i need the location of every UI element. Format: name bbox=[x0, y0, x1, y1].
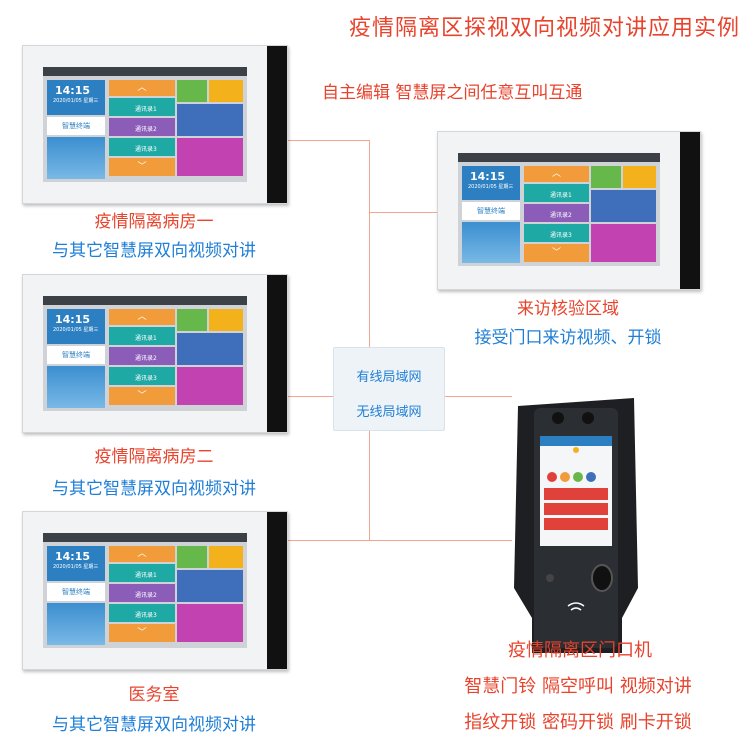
door-station-body bbox=[514, 398, 638, 653]
contact-1-tile[interactable]: 通讯录1 bbox=[109, 327, 175, 345]
camera-tile[interactable] bbox=[177, 604, 243, 642]
visitor-desc: 接受门口来访视频、开锁 bbox=[474, 328, 662, 348]
mail-tile[interactable] bbox=[623, 166, 656, 188]
clinic-desc: 与其它智慧屏双向视频对讲 bbox=[52, 715, 256, 735]
app-name-tile: 智慧终端 bbox=[462, 202, 520, 220]
room-1-label: 疫情隔离病房一 bbox=[94, 212, 214, 232]
contact-2-tile[interactable]: 通讯录2 bbox=[109, 118, 175, 136]
contact-3-tile[interactable]: 通讯录3 bbox=[109, 604, 175, 622]
scroll-up-tile[interactable]: ︿ bbox=[109, 80, 175, 96]
weather-tile bbox=[47, 603, 105, 645]
clock-tile: 14:15 2020/01/05 星期三 bbox=[47, 546, 105, 581]
room-2-desc: 与其它智慧屏双向视频对讲 bbox=[52, 479, 256, 499]
monitor-room-2: 14:15 2020/01/05 星期三 智慧终端 ︿ 通讯录1 通讯录2 通讯… bbox=[22, 274, 288, 433]
monitor-room-1: 14:15 2020/01/05 星期三 智慧终端 ︿ 通讯录1 通讯录2 通讯… bbox=[22, 45, 288, 204]
phone-tile[interactable] bbox=[177, 333, 243, 365]
monitor-screen: 14:15 2020/01/05 星期三 智慧终端 ︿ 通讯录1 通讯录2 通讯… bbox=[43, 533, 247, 648]
contact-2-tile[interactable]: 通讯录2 bbox=[524, 204, 589, 222]
app-name-tile: 智慧终端 bbox=[47, 346, 105, 364]
monitor-clinic: 14:15 2020/01/05 星期三 智慧终端 ︿ 通讯录1 通讯录2 通讯… bbox=[22, 511, 288, 670]
mail-tile[interactable] bbox=[209, 80, 243, 102]
contact-3-tile[interactable]: 通讯录3 bbox=[109, 367, 175, 385]
contact-2-tile[interactable]: 通讯录2 bbox=[109, 584, 175, 602]
connector-visitor bbox=[370, 212, 437, 213]
monitor-visitor: 14:15 2020/01/05 星期三 智慧终端 ︿ 通讯录1 通讯录2 通讯… bbox=[437, 131, 701, 290]
weather-tile bbox=[462, 222, 520, 263]
contact-1-tile[interactable]: 通讯录1 bbox=[109, 98, 175, 116]
clinic-label: 医务室 bbox=[128, 685, 180, 705]
phone-tile[interactable] bbox=[177, 104, 243, 136]
bell-tile[interactable] bbox=[591, 166, 621, 188]
connector-vertical bbox=[369, 140, 370, 540]
scroll-down-tile[interactable]: ﹀ bbox=[524, 244, 589, 262]
contact-1-tile[interactable]: 通讯录1 bbox=[109, 564, 175, 582]
wired-lan-label: 有线局域网 bbox=[356, 370, 422, 385]
subtitle: 自主编辑 智慧屏之间任意互叫互通 bbox=[322, 83, 583, 103]
bell-tile[interactable] bbox=[177, 546, 207, 568]
connector-door bbox=[444, 396, 512, 397]
phone-tile[interactable] bbox=[177, 570, 243, 602]
wireless-lan-label: 无线局域网 bbox=[356, 405, 422, 420]
scroll-up-tile[interactable]: ︿ bbox=[109, 309, 175, 325]
door-station-label: 疫情隔离区门口机 bbox=[508, 640, 652, 661]
connector-door-low bbox=[370, 540, 512, 541]
bell-tile[interactable] bbox=[177, 309, 207, 331]
clock-tile: 14:15 2020/01/05 星期三 bbox=[47, 80, 105, 115]
scroll-down-tile[interactable]: ﹀ bbox=[109, 624, 175, 642]
scroll-up-tile[interactable]: ︿ bbox=[524, 166, 589, 182]
connector-room2 bbox=[288, 396, 334, 397]
app-name-tile: 智慧终端 bbox=[47, 117, 105, 135]
visitor-label: 来访核验区域 bbox=[517, 299, 619, 319]
door-station bbox=[512, 398, 640, 654]
monitor-screen: 14:15 2020/01/05 星期三 智慧终端 ︿ 通讯录1 通讯录2 通讯… bbox=[458, 153, 660, 266]
weather-tile bbox=[47, 137, 105, 179]
app-name-tile: 智慧终端 bbox=[47, 583, 105, 601]
mail-tile[interactable] bbox=[209, 309, 243, 331]
clock-tile: 14:15 2020/01/05 星期三 bbox=[47, 309, 105, 344]
connector-clinic bbox=[288, 540, 370, 541]
connector-room1 bbox=[288, 140, 370, 141]
monitor-screen: 14:15 2020/01/05 星期三 智慧终端 ︿ 通讯录1 通讯录2 通讯… bbox=[43, 67, 247, 182]
contact-2-tile[interactable]: 通讯录2 bbox=[109, 347, 175, 365]
room-2-label: 疫情隔离病房二 bbox=[94, 447, 214, 467]
network-box: 有线局域网 无线局域网 bbox=[333, 347, 445, 431]
clock-tile: 14:15 2020/01/05 星期三 bbox=[462, 166, 520, 200]
phone-tile[interactable] bbox=[591, 190, 656, 222]
camera-tile[interactable] bbox=[177, 367, 243, 405]
page-title: 疫情隔离区探视双向视频对讲应用实例 bbox=[348, 16, 740, 41]
room-1-desc: 与其它智慧屏双向视频对讲 bbox=[52, 241, 256, 261]
monitor-screen: 14:15 2020/01/05 星期三 智慧终端 ︿ 通讯录1 通讯录2 通讯… bbox=[43, 296, 247, 411]
scroll-down-tile[interactable]: ﹀ bbox=[109, 158, 175, 176]
camera-tile[interactable] bbox=[177, 138, 243, 176]
scroll-up-tile[interactable]: ︿ bbox=[109, 546, 175, 562]
door-features-line2: 指纹开锁 密码开锁 刷卡开锁 bbox=[464, 712, 692, 733]
mail-tile[interactable] bbox=[209, 546, 243, 568]
contact-3-tile[interactable]: 通讯录3 bbox=[524, 224, 589, 242]
weather-tile bbox=[47, 366, 105, 408]
contact-1-tile[interactable]: 通讯录1 bbox=[524, 184, 589, 202]
bell-tile[interactable] bbox=[177, 80, 207, 102]
contact-3-tile[interactable]: 通讯录3 bbox=[109, 138, 175, 156]
door-features-line1: 智慧门铃 隔空呼叫 视频对讲 bbox=[464, 676, 692, 697]
scroll-down-tile[interactable]: ﹀ bbox=[109, 387, 175, 405]
camera-tile[interactable] bbox=[591, 224, 656, 262]
